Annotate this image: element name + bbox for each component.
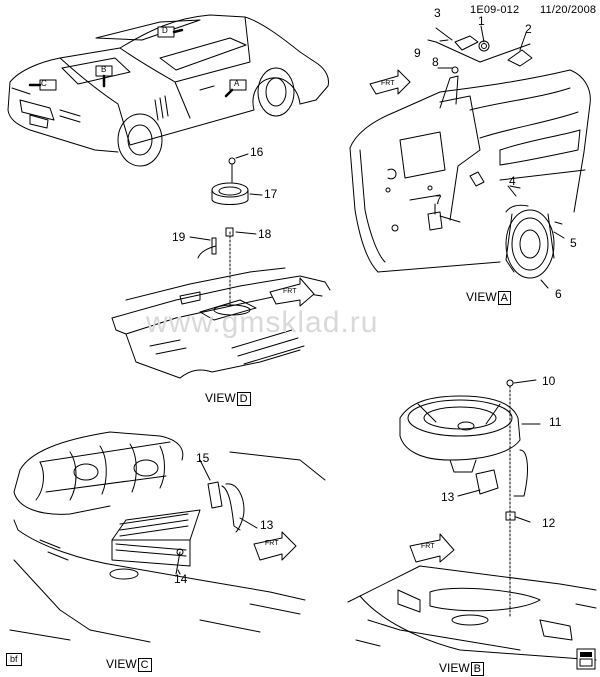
- car-overview: [7, 14, 329, 167]
- frt-arrow-c: [253, 531, 297, 561]
- callout-5: 5: [570, 236, 577, 250]
- frt-arrow-a: [369, 69, 411, 95]
- car-marker-b: B: [101, 65, 107, 74]
- callout-12: 12: [542, 516, 556, 530]
- drawing-id: 1E09-012: [470, 4, 520, 16]
- callout-18: 18: [258, 227, 272, 241]
- callout-19: 19: [172, 230, 186, 244]
- callout-13-c: 13: [260, 518, 274, 532]
- frt-label-d: FRT: [283, 288, 297, 295]
- callout-8: 8: [432, 55, 439, 69]
- car-marker-a: A: [234, 79, 240, 88]
- frt-label-b: FRT: [421, 543, 435, 550]
- callout-13-b: 13: [441, 490, 455, 504]
- view-a-door-diagram: [349, 25, 591, 289]
- car-marker-c: C: [41, 79, 47, 88]
- frt-label-a: FRT: [381, 80, 395, 87]
- callout-16: 16: [250, 145, 264, 159]
- view-c-amplifier-diagram: [9, 431, 326, 643]
- frt-arrow-d: [269, 277, 315, 307]
- page-icon: [576, 648, 596, 670]
- frt-arrow-b: [409, 533, 455, 563]
- callout-15: 15: [196, 451, 210, 465]
- callout-9: 9: [414, 46, 421, 60]
- callout-3: 3: [434, 6, 441, 20]
- callout-2: 2: [525, 22, 532, 36]
- callout-1: 1: [478, 14, 485, 28]
- callout-14: 14: [174, 572, 188, 586]
- drawing-date: 11/20/2008: [540, 4, 597, 16]
- callout-4: 4: [509, 174, 516, 188]
- view-d-rear-shelf-diagram: [111, 153, 331, 379]
- frt-label-c: FRT: [265, 540, 279, 547]
- callout-10: 10: [542, 374, 556, 388]
- callout-7: 7: [435, 193, 442, 207]
- view-b-subwoofer-diagram: [347, 379, 597, 661]
- corner-tag: bf: [6, 653, 22, 666]
- car-marker-d: D: [162, 26, 168, 35]
- door-speaker: [505, 204, 555, 279]
- callout-6: 6: [555, 287, 562, 301]
- watermark: www.gmsklad.ru: [146, 306, 379, 339]
- callout-11: 11: [549, 415, 562, 429]
- callout-17: 17: [264, 187, 278, 201]
